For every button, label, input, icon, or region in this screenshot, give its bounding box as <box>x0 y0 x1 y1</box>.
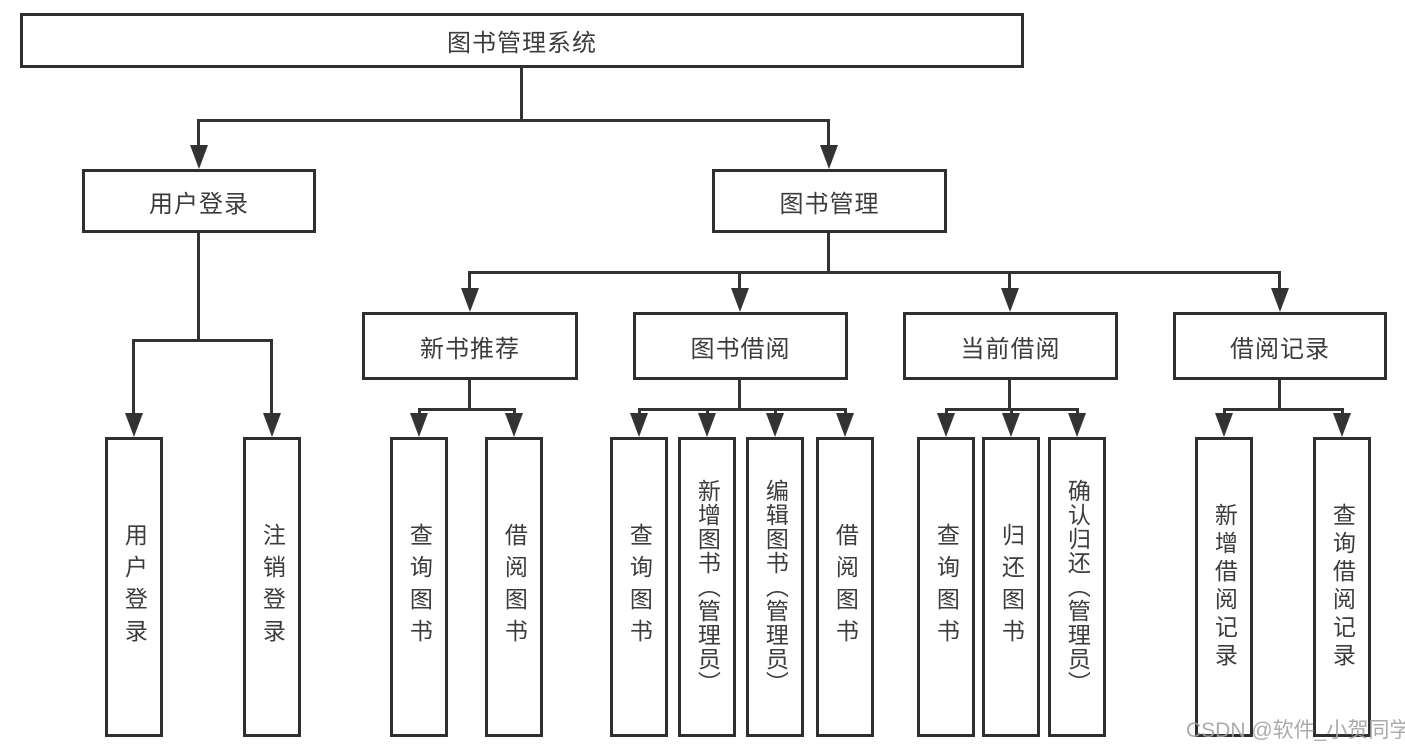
connector-line <box>197 119 830 122</box>
leaf-query-borrow-record: 查询借阅记录 <box>1313 437 1371 737</box>
connector-line <box>132 339 135 417</box>
arrow-down-icon <box>1215 413 1233 437</box>
connector-line <box>197 119 200 149</box>
connector-line <box>468 380 471 411</box>
node-new-book-recommendation: 新书推荐 <box>362 312 578 380</box>
node-current-borrowing: 当前借阅 <box>903 312 1118 380</box>
arrow-down-icon <box>820 145 838 169</box>
leaf-label: 用户登录 <box>121 523 148 651</box>
leaf-label: 确认归还（管理员） <box>1064 479 1091 695</box>
leaf-label: 注销登录 <box>259 523 286 651</box>
node-label: 用户登录 <box>149 190 249 218</box>
node-label: 图书借阅 <box>690 335 791 363</box>
arrow-down-icon <box>410 413 428 437</box>
connector-line <box>827 119 830 149</box>
connector-line <box>738 271 741 292</box>
arrow-down-icon <box>461 288 479 312</box>
arrow-down-icon <box>263 413 281 437</box>
node-book-borrowing: 图书借阅 <box>633 312 848 380</box>
node-library-management-system: 图书管理系统 <box>20 13 1024 68</box>
leaf-query-books-borrow: 查询图书 <box>610 437 668 737</box>
arrow-down-icon <box>698 413 716 437</box>
arrow-down-icon <box>125 413 143 437</box>
connector-line <box>468 271 471 292</box>
leaf-query-books-recommend: 查询图书 <box>390 437 448 737</box>
connector-line <box>738 380 741 411</box>
connector-line <box>418 408 516 411</box>
connector-line <box>197 233 200 341</box>
leaf-label: 归还图书 <box>998 523 1025 651</box>
connector-line <box>1278 271 1281 292</box>
connector-line <box>1008 271 1011 292</box>
arrow-down-icon <box>836 413 854 437</box>
leaf-edit-books-admin: 编辑图书（管理员） <box>746 437 804 737</box>
arrow-down-icon <box>1068 413 1086 437</box>
node-label: 当前借阅 <box>960 335 1061 363</box>
leaf-label: 借阅图书 <box>832 523 859 651</box>
arrow-down-icon <box>505 413 523 437</box>
connector-line <box>638 408 847 411</box>
connector-line <box>270 339 273 417</box>
arrow-down-icon <box>731 288 749 312</box>
node-label: 图书管理系统 <box>447 30 597 57</box>
leaf-label: 借阅图书 <box>501 523 528 651</box>
connector-line <box>1223 408 1344 411</box>
leaf-user-login: 用户登录 <box>105 437 163 737</box>
connector-line <box>520 68 523 122</box>
leaf-label: 查询借阅记录 <box>1329 503 1356 671</box>
connector-line <box>1008 380 1011 411</box>
arrow-down-icon <box>630 413 648 437</box>
csdn-watermark: CSDN @软件_小贺同学 <box>1186 719 1405 742</box>
leaf-logout: 注销登录 <box>243 437 301 737</box>
arrow-down-icon <box>1333 413 1351 437</box>
node-label: 借阅记录 <box>1230 335 1330 363</box>
arrow-down-icon <box>1001 288 1019 312</box>
node-label: 图书管理 <box>779 190 880 218</box>
arrow-down-icon <box>766 413 784 437</box>
leaf-label: 新增借阅记录 <box>1211 503 1238 671</box>
arrow-down-icon <box>190 145 208 169</box>
connector-line <box>827 233 830 274</box>
connector-line <box>468 271 1281 274</box>
leaf-query-books-current: 查询图书 <box>917 437 975 737</box>
leaf-return-books: 归还图书 <box>982 437 1040 737</box>
leaf-label: 查询图书 <box>933 523 960 651</box>
arrow-down-icon <box>1271 288 1289 312</box>
leaf-label: 编辑图书（管理员） <box>762 479 789 695</box>
node-user-login: 用户登录 <box>82 169 316 233</box>
arrow-down-icon <box>1002 413 1020 437</box>
arrow-down-icon <box>937 413 955 437</box>
leaf-label: 查询图书 <box>406 523 433 651</box>
leaf-add-books-admin: 新增图书（管理员） <box>678 437 736 737</box>
leaf-borrow-books: 借阅图书 <box>816 437 874 737</box>
leaf-label: 查询图书 <box>626 523 653 651</box>
connector-line <box>1278 380 1281 411</box>
leaf-add-borrow-record: 新增借阅记录 <box>1195 437 1253 737</box>
leaf-label: 新增图书（管理员） <box>694 479 721 695</box>
node-borrowing-records: 借阅记录 <box>1173 312 1387 380</box>
leaf-confirm-return-admin: 确认归还（管理员） <box>1048 437 1106 737</box>
leaf-borrow-books-recommend: 借阅图书 <box>485 437 543 737</box>
node-label: 新书推荐 <box>420 335 520 363</box>
node-book-management: 图书管理 <box>712 169 947 233</box>
connector-line <box>132 339 273 342</box>
